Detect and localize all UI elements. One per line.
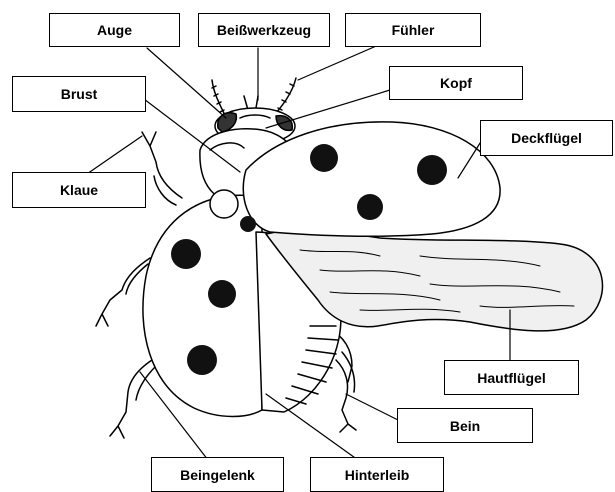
label-brust: Brust	[12, 76, 146, 112]
label-deckfluegel-text: Deckflügel	[511, 130, 582, 146]
middle-left-leg	[96, 258, 150, 326]
label-beingelenk: Beingelenk	[151, 457, 284, 492]
rear-left-leg	[110, 360, 152, 438]
label-bein-text: Bein	[450, 418, 480, 434]
label-fuehler-text: Fühler	[392, 22, 435, 38]
label-hautfluegel: Hautflügel	[444, 360, 579, 395]
label-brust-text: Brust	[61, 86, 98, 102]
label-bein: Bein	[397, 408, 533, 443]
label-hinterleib-text: Hinterleib	[345, 467, 410, 483]
label-kopf: Kopf	[389, 66, 523, 100]
label-hinterleib: Hinterleib	[310, 457, 444, 492]
label-klaue: Klaue	[12, 172, 146, 208]
label-beingelenk-text: Beingelenk	[180, 467, 255, 483]
label-klaue-text: Klaue	[60, 182, 98, 198]
label-deckfluegel: Deckflügel	[480, 120, 613, 156]
label-auge-text: Auge	[97, 22, 132, 38]
label-auge: Auge	[49, 13, 180, 47]
label-beisswerkzeug-text: Beißwerkzeug	[217, 22, 311, 38]
ladybug-illustration	[84, 40, 602, 460]
label-fuehler: Fühler	[345, 13, 481, 47]
label-beisswerkzeug: Beißwerkzeug	[198, 13, 330, 47]
label-kopf-text: Kopf	[440, 75, 472, 91]
label-hautfluegel-text: Hautflügel	[477, 370, 545, 386]
front-left-leg	[142, 132, 182, 198]
